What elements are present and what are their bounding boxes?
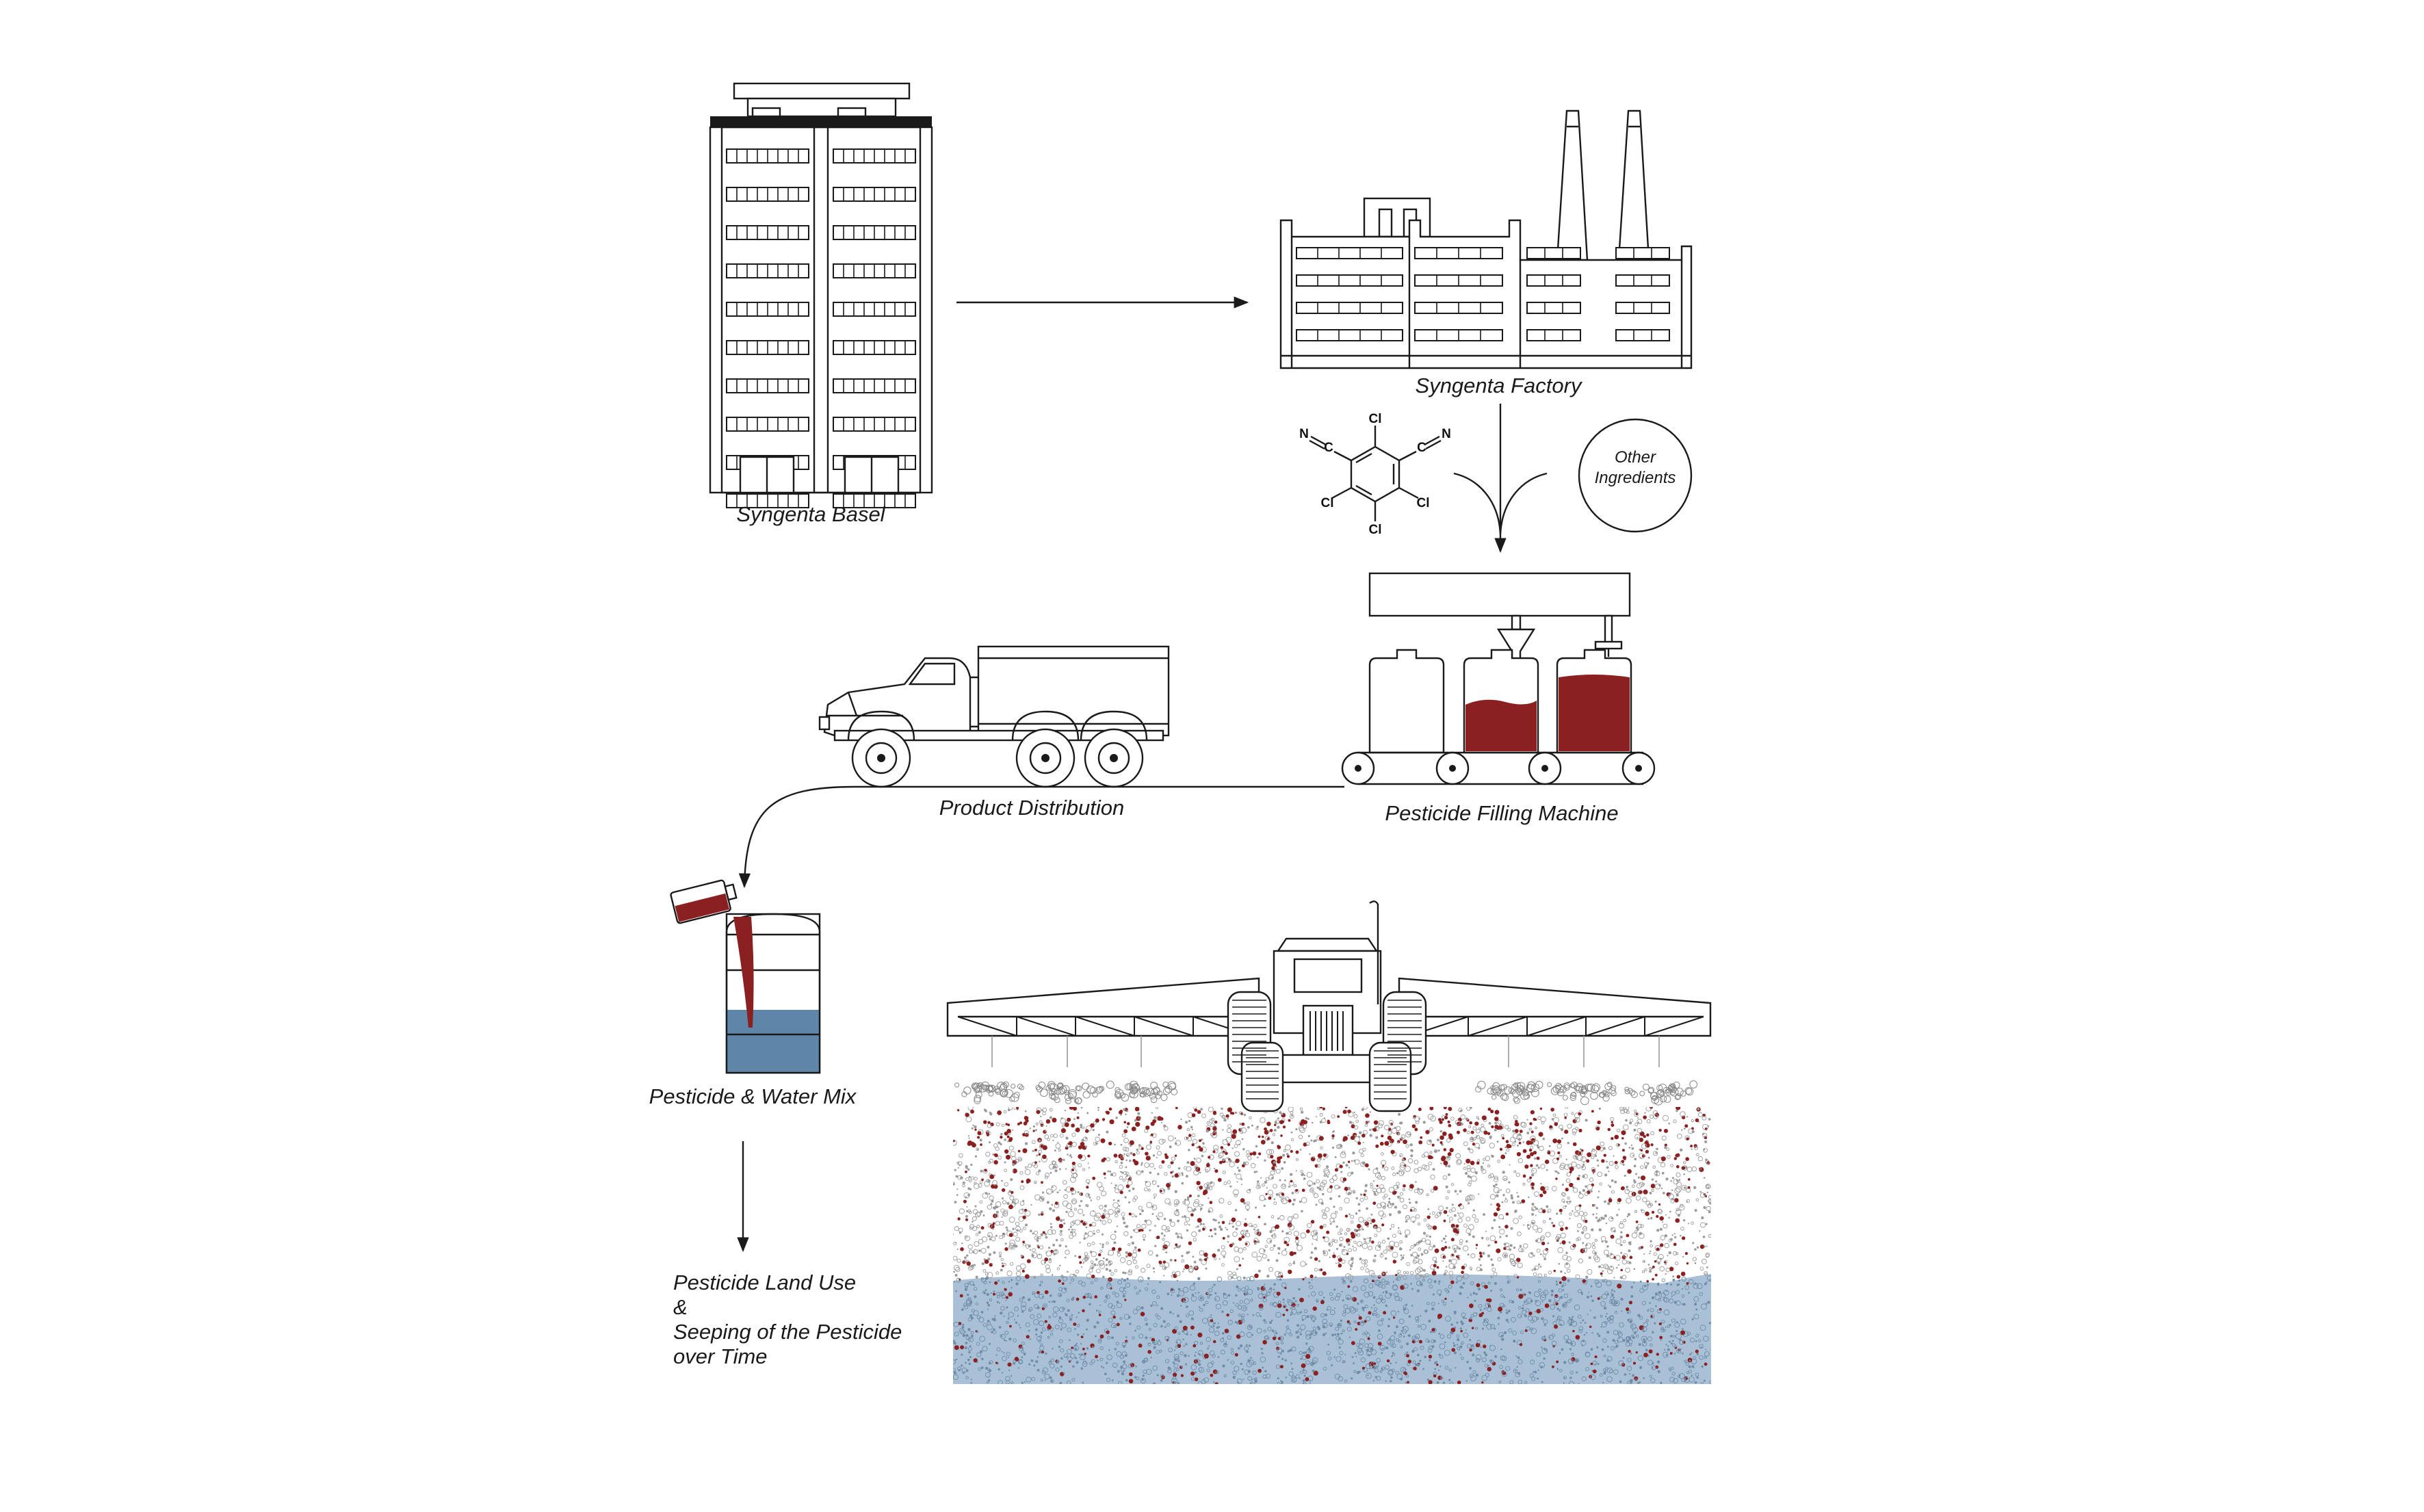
label-syngenta-factory: Syngenta Factory bbox=[1416, 374, 1583, 397]
label-syngenta-basel: Syngenta Basel bbox=[736, 502, 885, 526]
factory-icon bbox=[1281, 111, 1691, 368]
factory-window-row bbox=[1527, 302, 1580, 313]
factory-window-row bbox=[1616, 248, 1669, 259]
label-other-ingredients-2: Ingredients bbox=[1595, 469, 1676, 487]
label-filling-machine: Pesticide Filling Machine bbox=[1385, 801, 1618, 825]
atom-c-left: C bbox=[1324, 441, 1333, 455]
atom-n-right: N bbox=[1442, 427, 1451, 441]
truck-icon bbox=[820, 647, 1169, 787]
mix-tank-icon bbox=[670, 878, 820, 1073]
atom-cl-left: Cl bbox=[1321, 496, 1334, 510]
label-land-use-2: & bbox=[673, 1295, 688, 1319]
factory-window-row bbox=[1616, 275, 1669, 286]
atom-c-right: C bbox=[1417, 441, 1426, 455]
atom-cl-top: Cl bbox=[1369, 412, 1382, 426]
atom-n-left: N bbox=[1299, 427, 1309, 441]
factory-window-row bbox=[1296, 275, 1403, 286]
label-product-distribution: Product Distribution bbox=[939, 796, 1125, 820]
label-other-ingredients-1: Other bbox=[1615, 448, 1656, 467]
label-land-use-4: over Time bbox=[673, 1344, 768, 1368]
office-building-icon bbox=[710, 83, 932, 508]
atom-cl-bottom: Cl bbox=[1369, 523, 1382, 537]
factory-window-row bbox=[1527, 330, 1580, 341]
factory-window-row bbox=[1616, 330, 1669, 341]
filling-machine-icon bbox=[1342, 573, 1654, 784]
label-land-use-3: Seeping of the Pesticide bbox=[673, 1320, 902, 1344]
atom-cl-right: Cl bbox=[1417, 496, 1430, 510]
factory-window-row bbox=[1616, 302, 1669, 313]
sprayer-tractor-icon bbox=[948, 901, 1710, 1111]
label-land-use-1: Pesticide Land Use bbox=[673, 1270, 856, 1294]
factory-window-row bbox=[1296, 302, 1403, 313]
factory-window-row bbox=[1527, 275, 1580, 286]
chemical-structure-icon: Cl Cl Cl Cl C C N N bbox=[1299, 412, 1451, 537]
factory-window-row bbox=[1296, 248, 1403, 259]
soil-cross-section bbox=[951, 1105, 1713, 1386]
factory-window-row bbox=[1296, 330, 1403, 341]
factory-window-row bbox=[1527, 248, 1580, 259]
label-water-mix: Pesticide & Water Mix bbox=[649, 1084, 857, 1108]
